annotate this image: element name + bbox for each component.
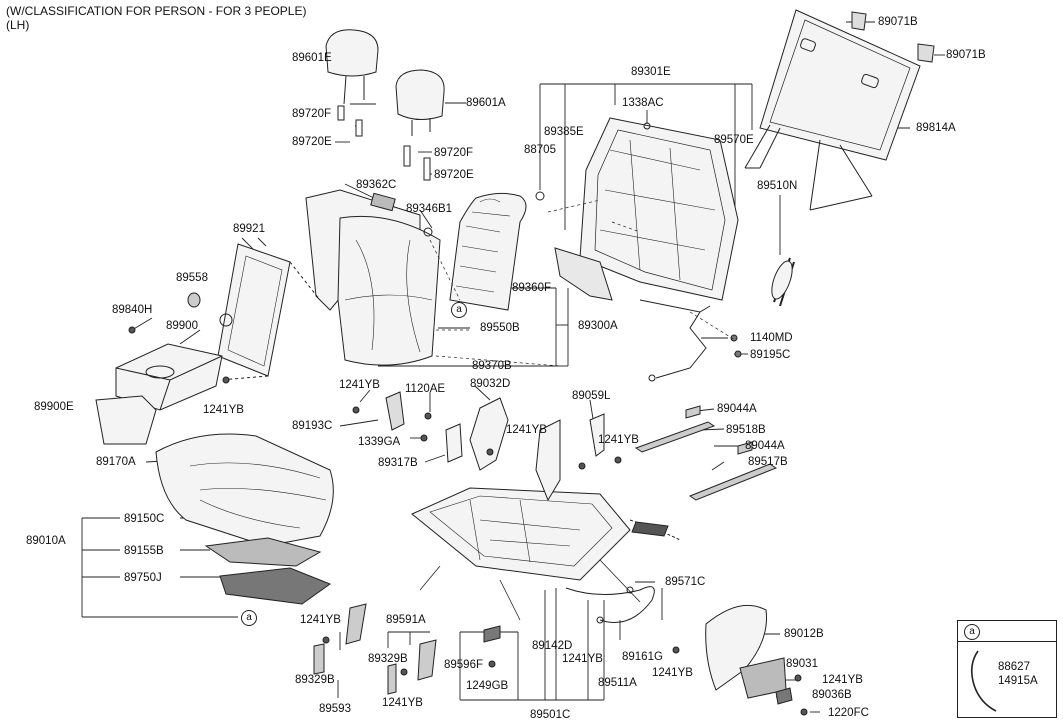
label-89150C: 89150C [124,513,165,525]
label-89012B: 89012B [784,628,824,640]
label-89044A-a: 89044A [717,403,757,415]
headrest-89601E [325,29,379,137]
label-89329B-b: 89329B [295,674,335,686]
label-1241YB-e: 1241YB [300,614,341,626]
label-89142D: 89142D [532,640,573,652]
label-89571C: 89571C [665,576,706,588]
clip-89558 [128,292,201,334]
wiring-89571C [565,586,655,624]
label-89300A: 89300A [578,320,618,332]
label-89510N: 89510N [757,180,798,192]
label-89031: 89031 [786,658,818,670]
label-89370B: 89370B [472,360,512,372]
label-89570E: 89570E [714,134,754,146]
label-89511A: 89511A [598,677,637,689]
label-89591A: 89591A [386,614,426,626]
pad-89750J [219,567,332,605]
fasteners [352,406,808,716]
label-89601A: 89601A [466,97,506,109]
label-89385E: 89385E [544,126,584,138]
label-1241YB-h: 1241YB [822,674,863,686]
label-1241YB-a: 1241YB [339,379,380,391]
label-89550B: 89550B [480,322,520,334]
seat-frame-track [385,391,681,621]
legend-part-88627: 88627 [998,661,1030,673]
label-1120AE: 1120AE [405,383,446,395]
label-1241YB-b: 1241YB [203,404,244,416]
headrest-89601A [395,69,445,181]
label-89195C: 89195C [750,349,791,361]
label-89193C: 89193C [292,420,333,432]
label-89750J: 89750J [124,572,162,584]
side-cover-89012B [705,604,793,705]
label-89071B-b: 89071B [946,49,986,61]
seatback-frame-89301E [535,117,795,382]
label-89921: 89921 [233,223,265,235]
label-89360F: 89360F [512,282,552,294]
reference-marker-a: a [451,302,467,318]
reference-marker-a: a [241,610,257,626]
diagram-subtitle: (LH) [6,18,30,32]
label-89010A: 89010A [26,535,66,547]
label-1338AC: 1338AC [622,97,664,109]
clip-drawing [970,650,997,712]
seat-cushion-89170A [155,433,334,547]
label-1140MD: 1140MD [750,332,793,344]
label-89161G: 89161G [622,651,663,663]
label-89036B: 89036B [812,689,852,701]
label-89720E-a: 89720E [292,136,332,148]
label-89601E: 89601E [292,52,332,64]
label-1241YB-d: 1241YB [598,434,639,446]
label-89558: 89558 [176,272,208,284]
label-89517B: 89517B [748,456,788,468]
label-89317B: 89317B [378,457,418,469]
rails-89518B-89517B [634,405,778,501]
label-89518B: 89518B [726,424,766,436]
armrest-89900 [115,343,230,411]
legend-divider [958,641,1056,642]
label-89596F: 89596F [444,659,484,671]
label-89059L: 89059L [572,390,611,402]
heater-mat-89155B [204,537,322,567]
label-89301E: 89301E [631,66,671,78]
label-1249GB: 1249GB [466,680,509,692]
label-1241YB-i: 1241YB [382,697,423,709]
side-panel-89921 [217,243,321,381]
armrest-cover-89900E [95,395,157,445]
label-89720F-a: 89720F [292,108,332,120]
label-89170A: 89170A [96,456,136,468]
label-89900E: 89900E [34,401,74,413]
label-89501C: 89501C [530,709,571,721]
label-89840H: 89840H [112,304,153,316]
label-89032D: 89032D [470,378,511,390]
detail-legend-box: a 88627 14915A [957,620,1057,718]
rear-frame-89814A [744,9,935,211]
label-89346B1: 89346B1 [406,203,453,215]
label-89329B-a: 89329B [368,653,408,665]
label-89900: 89900 [166,320,198,332]
label-1241YB-c: 1241YB [506,424,547,436]
label-89071B-a: 89071B [878,16,918,28]
label-88705: 88705 [524,144,556,156]
seatback-cushion [305,189,441,366]
label-89593: 89593 [319,703,351,715]
cushion-pad-89360F [449,192,527,311]
label-89720F-b: 89720F [434,147,474,159]
label-1220FC: 1220FC [828,707,869,719]
label-1339GA: 1339GA [358,436,401,448]
label-89720E-b: 89720E [434,169,474,181]
label-89044A-b: 89044A [745,440,785,452]
legend-reference-marker: a [964,624,980,640]
label-1241YB-g: 1241YB [652,667,693,679]
label-89155B: 89155B [124,545,164,557]
label-89814A: 89814A [916,122,956,134]
label-89362C: 89362C [356,179,397,191]
brackets-89591A-89329B [313,603,501,695]
legend-part-14915A: 14915A [998,675,1038,687]
assembly-dashed-lines [429,199,736,367]
diagram-title: (W/CLASSIFICATION FOR PERSON - FOR 3 PEO… [6,4,307,18]
label-1241YB-f: 1241YB [562,653,603,665]
